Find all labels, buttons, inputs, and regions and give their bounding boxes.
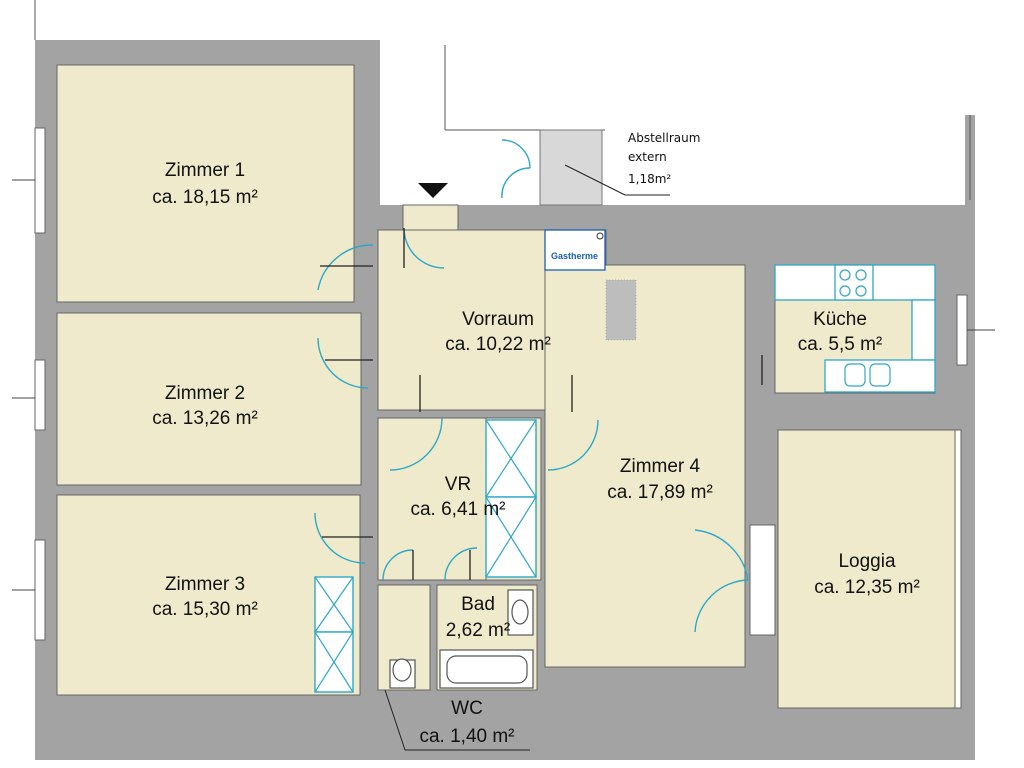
storage-pointer bbox=[564, 164, 626, 196]
zimmer2-name: Zimmer 2 bbox=[165, 383, 245, 404]
kueche-area: ca. 5,5 m² bbox=[798, 334, 882, 355]
room-loggia bbox=[777, 429, 959, 709]
zimmer4-name: Zimmer 4 bbox=[620, 456, 701, 477]
window-markers bbox=[12, 179, 995, 591]
room-zimmer4 bbox=[544, 264, 746, 668]
storage-label-line2: extern bbox=[628, 150, 667, 164]
loggia-name: Loggia bbox=[838, 551, 895, 572]
gas-boiler bbox=[544, 229, 606, 271]
zimmer3-name: Zimmer 3 bbox=[165, 574, 245, 595]
bad-area: 2,62 m² bbox=[446, 620, 510, 641]
storage-labels: Abstellraum extern 1,18m² bbox=[628, 131, 700, 186]
room-zimmer3 bbox=[56, 494, 361, 696]
wc-pointer bbox=[384, 689, 406, 751]
stove-icon bbox=[839, 269, 867, 297]
door-swings bbox=[314, 139, 749, 633]
room-zimmer2 bbox=[56, 312, 362, 486]
vr-area: ca. 6,41 m² bbox=[410, 499, 505, 520]
zimmer2-area: ca. 13,26 m² bbox=[152, 408, 258, 429]
room-zimmer1 bbox=[56, 64, 355, 303]
wc-area: ca. 1,40 m² bbox=[419, 726, 514, 747]
door-leaves bbox=[320, 228, 763, 580]
sink-icon bbox=[844, 363, 891, 387]
kueche-name: Küche bbox=[813, 309, 867, 330]
entry-steps bbox=[402, 204, 459, 231]
zimmer4-area: ca. 17,89 m² bbox=[607, 482, 713, 503]
vorraum-area: ca. 10,22 m² bbox=[445, 334, 551, 355]
vr-name: VR bbox=[445, 474, 471, 495]
zimmer1-area: ca. 18,15 m² bbox=[152, 187, 258, 208]
wc-name: WC bbox=[451, 698, 483, 719]
zimmer3-area: ca. 15,30 m² bbox=[152, 599, 258, 620]
vorraum-name: Vorraum bbox=[462, 309, 534, 330]
room-vr bbox=[377, 417, 487, 581]
entry-arrow-icon bbox=[418, 183, 448, 198]
loggia-area: ca. 12,35 m² bbox=[814, 577, 920, 598]
wardrobe-crosses bbox=[314, 419, 537, 693]
bad-name: Bad bbox=[461, 594, 495, 615]
gas-outlet-icon bbox=[596, 232, 604, 240]
storage-label-area: 1,18m² bbox=[628, 172, 671, 186]
storage-label-line1: Abstellraum bbox=[628, 131, 700, 145]
room-labels: Zimmer 1 ca. 18,15 m² Zimmer 2 ca. 13,26… bbox=[152, 160, 920, 747]
shaft-pattern bbox=[605, 279, 637, 341]
zimmer1-name: Zimmer 1 bbox=[165, 160, 245, 181]
gas-boiler-label: Gastherme bbox=[551, 251, 598, 261]
windows bbox=[34, 127, 968, 709]
bath-fixtures bbox=[389, 589, 534, 689]
